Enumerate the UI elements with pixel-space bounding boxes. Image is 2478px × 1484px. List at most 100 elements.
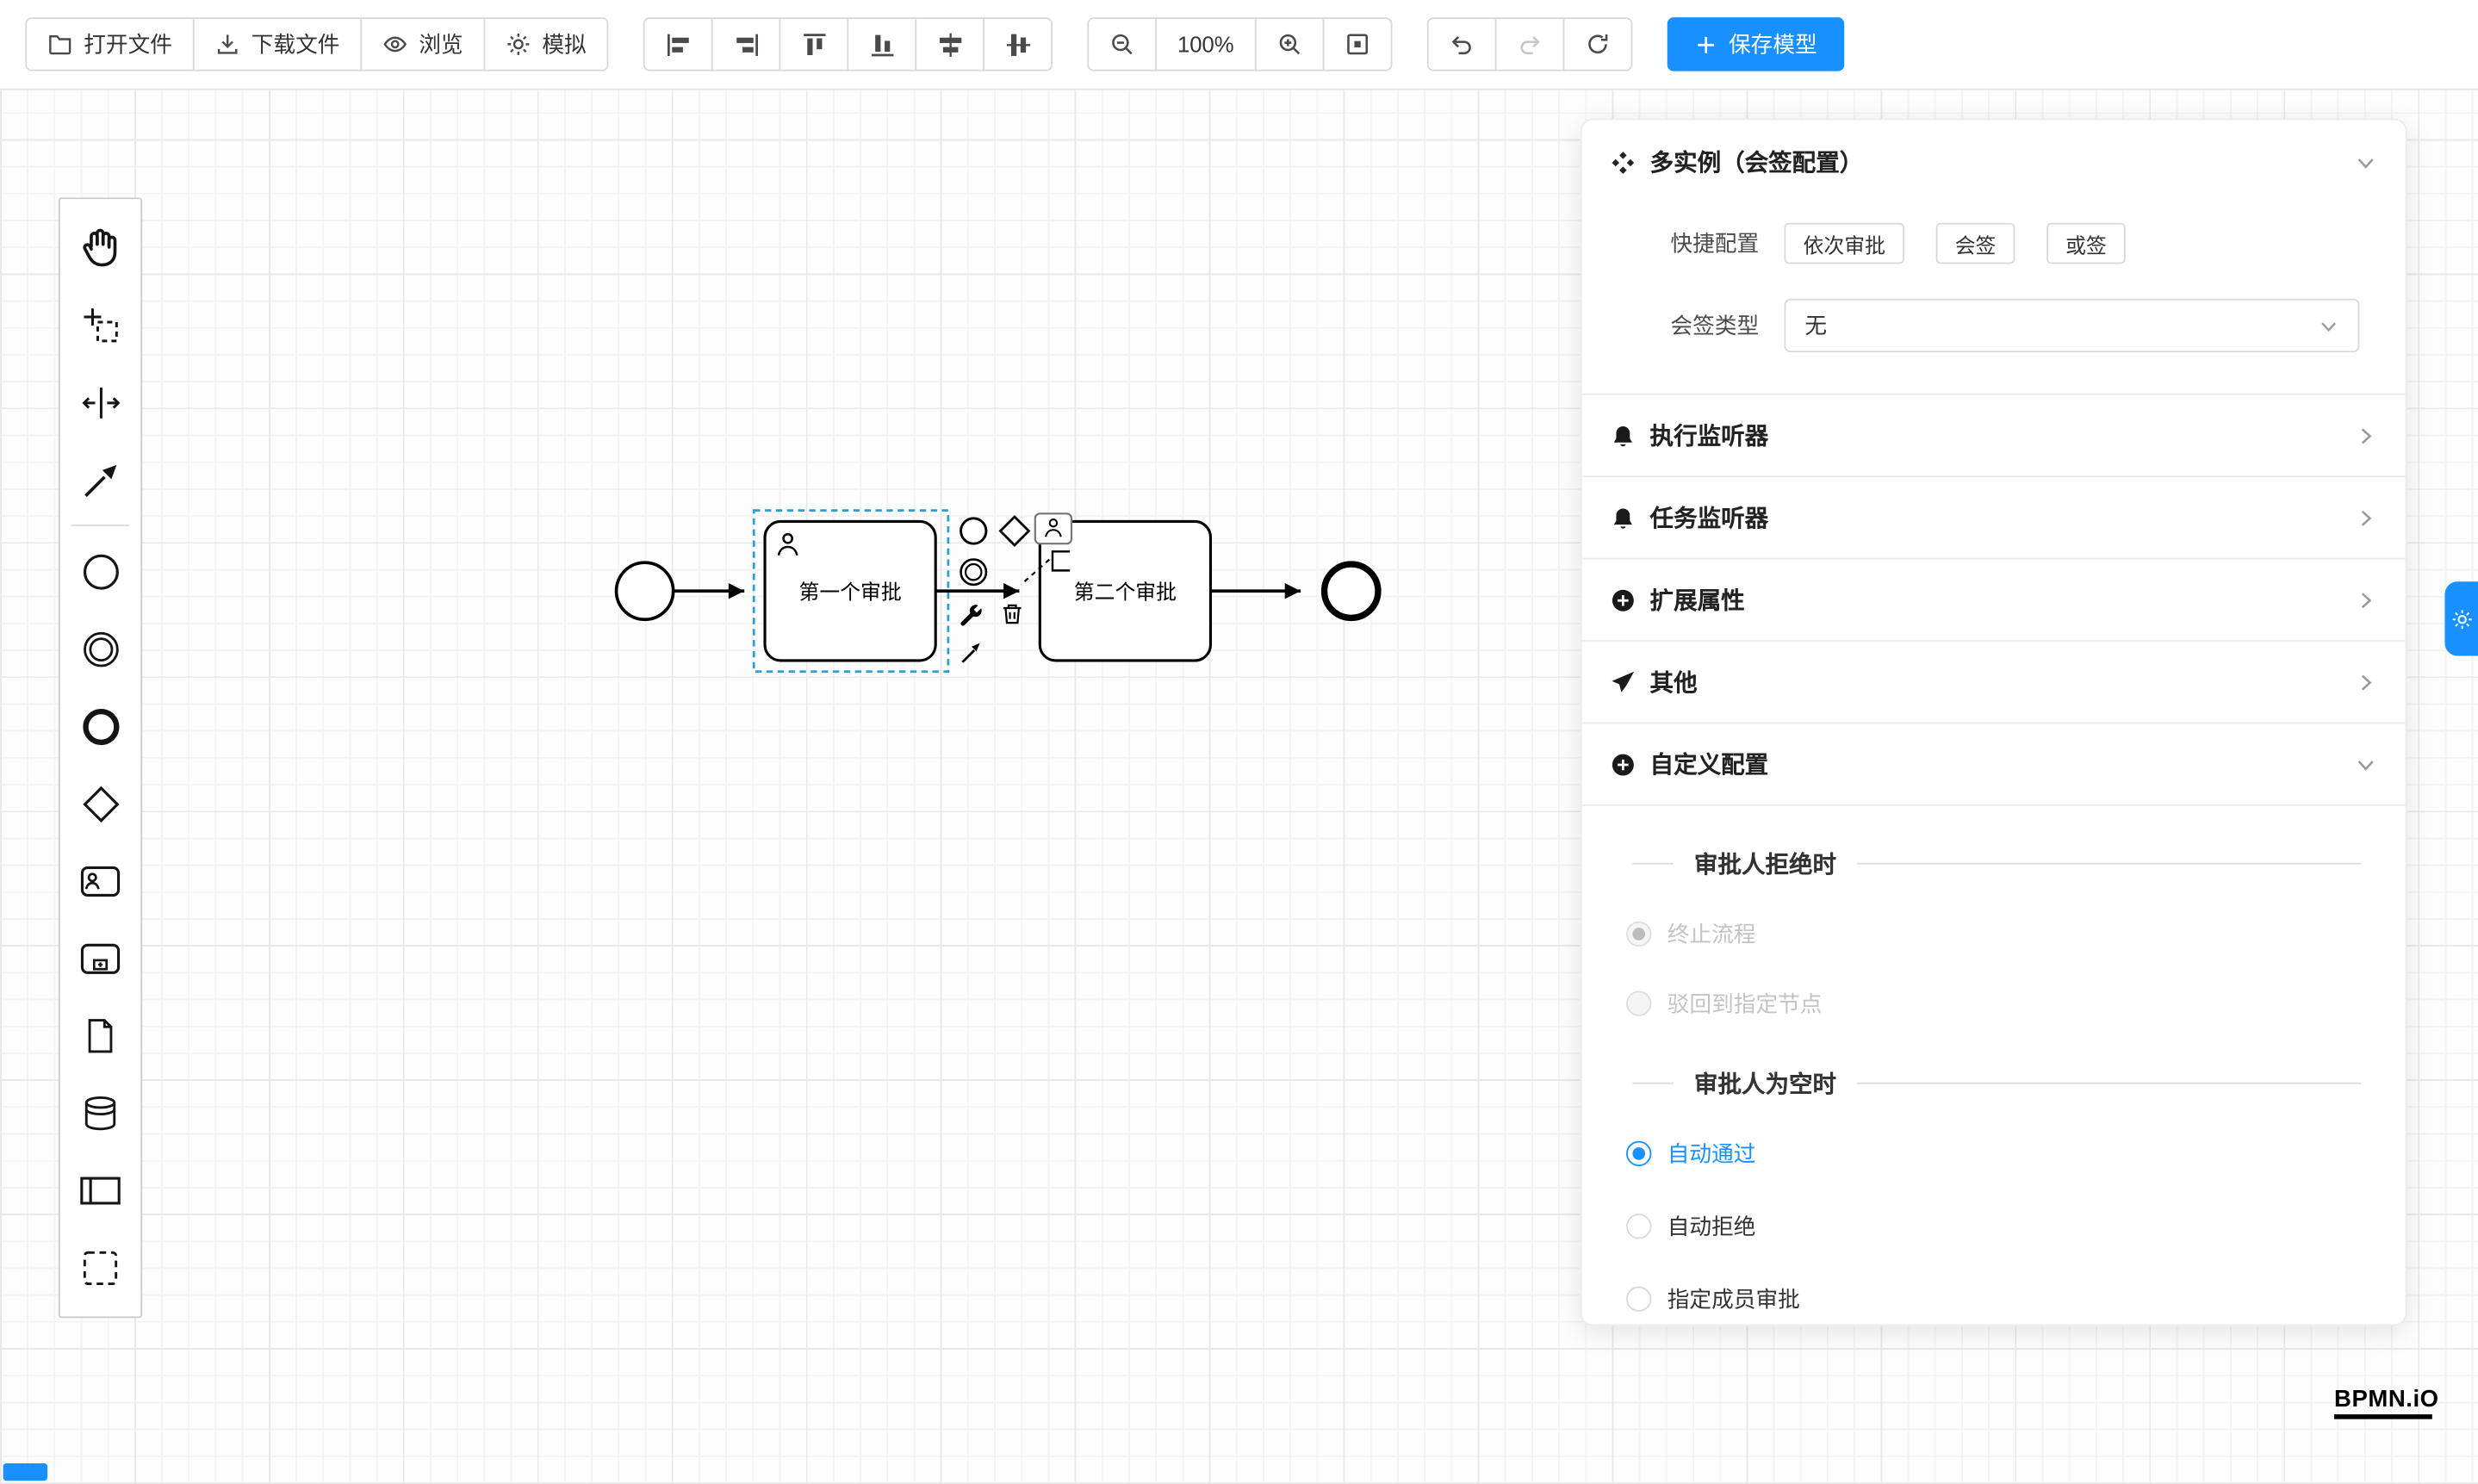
sign-type-select[interactable]: 无 (1784, 298, 2360, 353)
redo-icon (1517, 32, 1542, 57)
redo-button[interactable] (1494, 17, 1565, 71)
palette-space-tool[interactable] (60, 363, 141, 441)
quick-option-orsign[interactable]: 或签 (2046, 222, 2126, 264)
palette-create-data-object[interactable] (60, 997, 141, 1075)
context-pad-change-type[interactable] (960, 605, 982, 626)
panel-title: 多实例（会签配置） (1649, 150, 1864, 177)
palette-create-intermediate-event[interactable] (60, 610, 141, 687)
align-right-button[interactable] (711, 17, 781, 71)
zoom-level[interactable]: 100% (1155, 17, 1257, 71)
palette-global-connect-tool[interactable] (60, 441, 141, 518)
properties-panel: 多实例（会签配置） 快捷配置 依次审批 会签 或签 会签类型 无 执行监听器 (1580, 118, 2407, 1326)
download-file-label: 下载文件 (251, 31, 340, 58)
bpmn-io-logo[interactable]: BPMN.iO (2334, 1386, 2438, 1419)
palette-create-data-store[interactable] (60, 1075, 141, 1152)
download-file-button[interactable]: 下载文件 (192, 17, 363, 71)
context-pad-append-end-event[interactable] (960, 517, 988, 545)
undo-icon (1449, 32, 1474, 57)
context-pad-append-user-task[interactable] (1034, 512, 1073, 545)
context-pad-append-intermediate-event[interactable] (960, 558, 988, 587)
data-object-icon (81, 1016, 121, 1056)
quick-option-sequential[interactable]: 依次审批 (1784, 222, 1904, 264)
group-icon (81, 1249, 121, 1288)
align-bottom-icon (868, 31, 895, 58)
align-left-button[interactable] (643, 17, 713, 71)
radio-auto-reject[interactable]: 自动拒绝 (1626, 1210, 2406, 1242)
chevron-down-icon[interactable] (2355, 151, 2377, 173)
radio-auto-pass[interactable]: 自动通过 (1626, 1138, 2406, 1170)
radio-label: 驳回到指定节点 (1667, 990, 1823, 1016)
user-task-1[interactable]: 第一个审批 (763, 519, 937, 662)
palette-create-gateway[interactable] (60, 765, 141, 842)
section-task-listener[interactable]: 任务监听器 (1581, 475, 2406, 557)
section-execution-listener[interactable]: 执行监听器 (1581, 393, 2406, 475)
save-model-button[interactable]: 保存模型 (1667, 17, 1844, 71)
radio-assign-member[interactable]: 指定成员审批 (1626, 1283, 2406, 1315)
context-pad-connect[interactable] (961, 642, 981, 664)
palette-hand-tool[interactable] (60, 208, 141, 286)
preview-button[interactable]: 浏览 (360, 17, 486, 71)
eye-icon (382, 32, 407, 57)
panel-header[interactable]: 多实例（会签配置） (1582, 120, 2406, 188)
quick-config-label: 快捷配置 (1670, 230, 1760, 257)
palette-create-participant[interactable] (60, 1152, 141, 1230)
custom-config-body: 审批人拒绝时 终止流程 驳回到指定节点 审批人为空时 自动通过 自动拒绝 (1581, 804, 2406, 1315)
lasso-icon (80, 304, 121, 345)
section-custom-config[interactable]: 自定义配置 (1581, 722, 2406, 804)
space-tool-icon (80, 382, 121, 423)
palette-create-subprocess[interactable] (60, 920, 141, 997)
simulate-button[interactable]: 模拟 (483, 17, 609, 71)
palette-create-end-event[interactable] (60, 687, 141, 765)
toolbar: 打开文件 下载文件 浏览 模拟 100% (0, 0, 2478, 90)
radio-button[interactable] (1626, 1140, 1652, 1167)
section-label: 自定义配置 (1649, 752, 1769, 779)
radio-button[interactable] (1626, 990, 1652, 1016)
radio-return-to-node[interactable]: 驳回到指定节点 (1626, 988, 2406, 1020)
palette-create-start-event[interactable] (60, 532, 141, 610)
context-pad-append-gateway[interactable] (998, 515, 1031, 547)
chevron-right-icon (2355, 425, 2377, 447)
palette-create-group[interactable] (60, 1229, 141, 1307)
sign-type-value: 无 (1804, 313, 1828, 338)
section-extended-properties[interactable]: 扩展属性 (1581, 557, 2406, 640)
palette-lasso-tool[interactable] (60, 286, 141, 363)
palette-create-user-task[interactable] (60, 842, 141, 920)
panel-toggle-tab[interactable] (2444, 581, 2478, 656)
gear-icon (506, 32, 531, 57)
end-event[interactable] (1320, 561, 1382, 622)
connect-arrow-icon (80, 459, 121, 500)
align-bottom-button[interactable] (847, 17, 917, 71)
undo-button[interactable] (1426, 17, 1497, 71)
align-top-button[interactable] (779, 17, 849, 71)
intermediate-event-icon (80, 628, 121, 669)
zoom-fit-button[interactable] (1322, 17, 1393, 71)
radio-button[interactable] (1626, 1214, 1652, 1239)
align-button-group (643, 17, 1053, 71)
reject-section-title: 审批人拒绝时 (1693, 851, 1837, 879)
align-center-horizontal-button[interactable] (915, 17, 985, 71)
zoom-out-icon (1109, 32, 1134, 57)
align-middle-vertical-button[interactable] (983, 17, 1053, 71)
zoom-in-icon (1276, 32, 1301, 57)
hand-icon (77, 224, 124, 271)
radio-terminate-process[interactable]: 终止流程 (1626, 918, 2406, 950)
quick-option-countersign[interactable]: 会签 (1935, 222, 2015, 264)
radio-button[interactable] (1626, 921, 1652, 947)
file-button-group: 打开文件 下载文件 浏览 模拟 (25, 17, 609, 71)
context-pad-append-text-annotation[interactable] (1020, 550, 1071, 586)
start-event[interactable] (614, 561, 675, 622)
refresh-button[interactable] (1562, 17, 1633, 71)
palette-separator (71, 525, 130, 526)
zoom-in-button[interactable] (1254, 17, 1325, 71)
context-pad-delete[interactable] (1002, 604, 1022, 624)
refresh-icon (1585, 32, 1610, 57)
open-file-button[interactable]: 打开文件 (25, 17, 195, 71)
zoom-out-button[interactable] (1087, 17, 1158, 71)
bpmn-diagram: 第一个审批 第二个审批 (614, 509, 1382, 674)
bell-icon (1611, 505, 1636, 530)
radio-label: 指定成员审批 (1667, 1286, 1800, 1312)
radio-button[interactable] (1626, 1286, 1652, 1312)
section-others[interactable]: 其他 (1581, 640, 2406, 722)
task-label: 第二个审批 (1074, 581, 1177, 604)
